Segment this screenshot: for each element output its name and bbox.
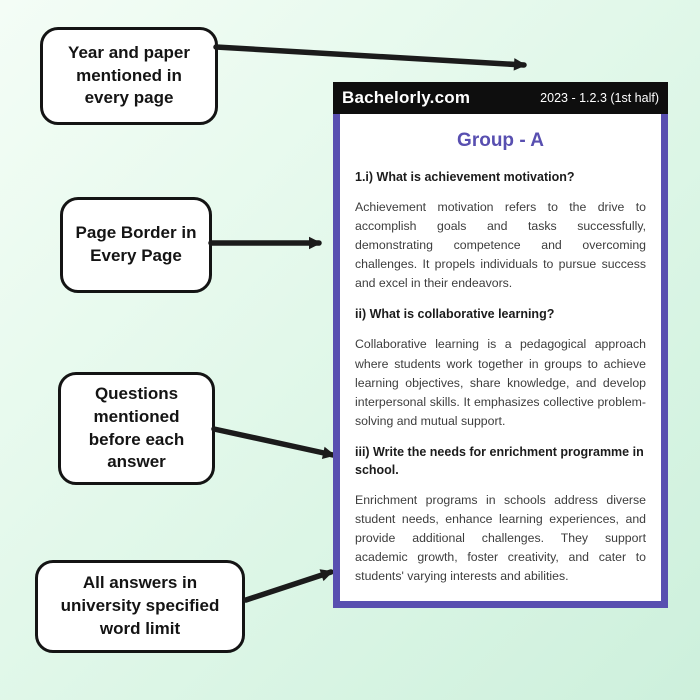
question-3: iii) Write the needs for enrichment prog… (355, 444, 644, 477)
year-paper-info: 2023 - 1.2.3 (1st half) (540, 91, 659, 105)
callout-word-limit: All answers in university specified word… (35, 560, 245, 653)
callout-page-border-label: Page Border in Every Page (75, 223, 197, 265)
callout-year-paper: Year and paper mentioned in every page (40, 27, 218, 125)
answer-2: Collaborative learning is a pedagogical … (355, 337, 646, 428)
question-1: 1.i) What is achievement motivation? (355, 170, 575, 184)
answer-1: Achievement motivation refers to the dri… (355, 200, 646, 291)
arrow-word-limit-icon (243, 569, 334, 603)
arrow-questions-icon (211, 426, 336, 459)
question-2: ii) What is collaborative learning? (355, 307, 555, 322)
callout-year-paper-label: Year and paper mentioned in every page (68, 42, 190, 108)
arrow-year-paper-icon (213, 44, 527, 71)
brand-name: Bachelorly.com (342, 88, 471, 107)
exam-page-preview: Bachelorly.com 2023 - 1.2.3 (1st half) G… (333, 82, 668, 608)
exam-page-header: Bachelorly.com 2023 - 1.2.3 (1st half) (333, 82, 668, 114)
callout-word-limit-label: All answers in university specified word… (60, 573, 220, 638)
answer-3: Enrichment programs in schools address d… (355, 492, 646, 584)
callout-questions-label: Questions mentioned before each answer (88, 383, 185, 472)
callout-page-border: Page Border in Every Page (60, 197, 212, 293)
callout-questions: Questions mentioned before each answer (58, 372, 215, 485)
exam-page-body: Group - A 1.i) What is achievement motiv… (333, 114, 668, 608)
group-title: Group - A (457, 130, 544, 151)
